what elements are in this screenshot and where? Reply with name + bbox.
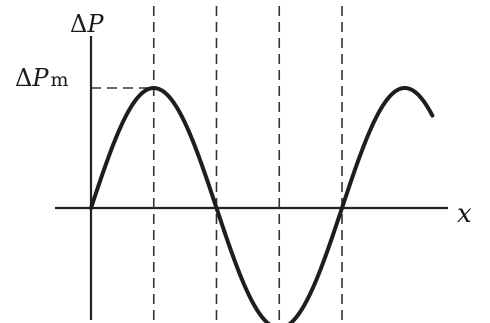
amplitude-label-var: P	[31, 64, 49, 92]
y-axis-label-var: P	[86, 10, 104, 38]
pressure-wave-curve	[89, 86, 435, 323]
y-axis-label-delta: Δ	[70, 10, 87, 38]
amplitude-label-delta: Δ	[15, 64, 32, 92]
dashed-reference-lines	[152, 6, 343, 320]
amplitude-label-sub: m	[51, 69, 69, 91]
x-axis-label: x	[457, 199, 472, 229]
y-axis-label: ΔP	[70, 10, 104, 38]
